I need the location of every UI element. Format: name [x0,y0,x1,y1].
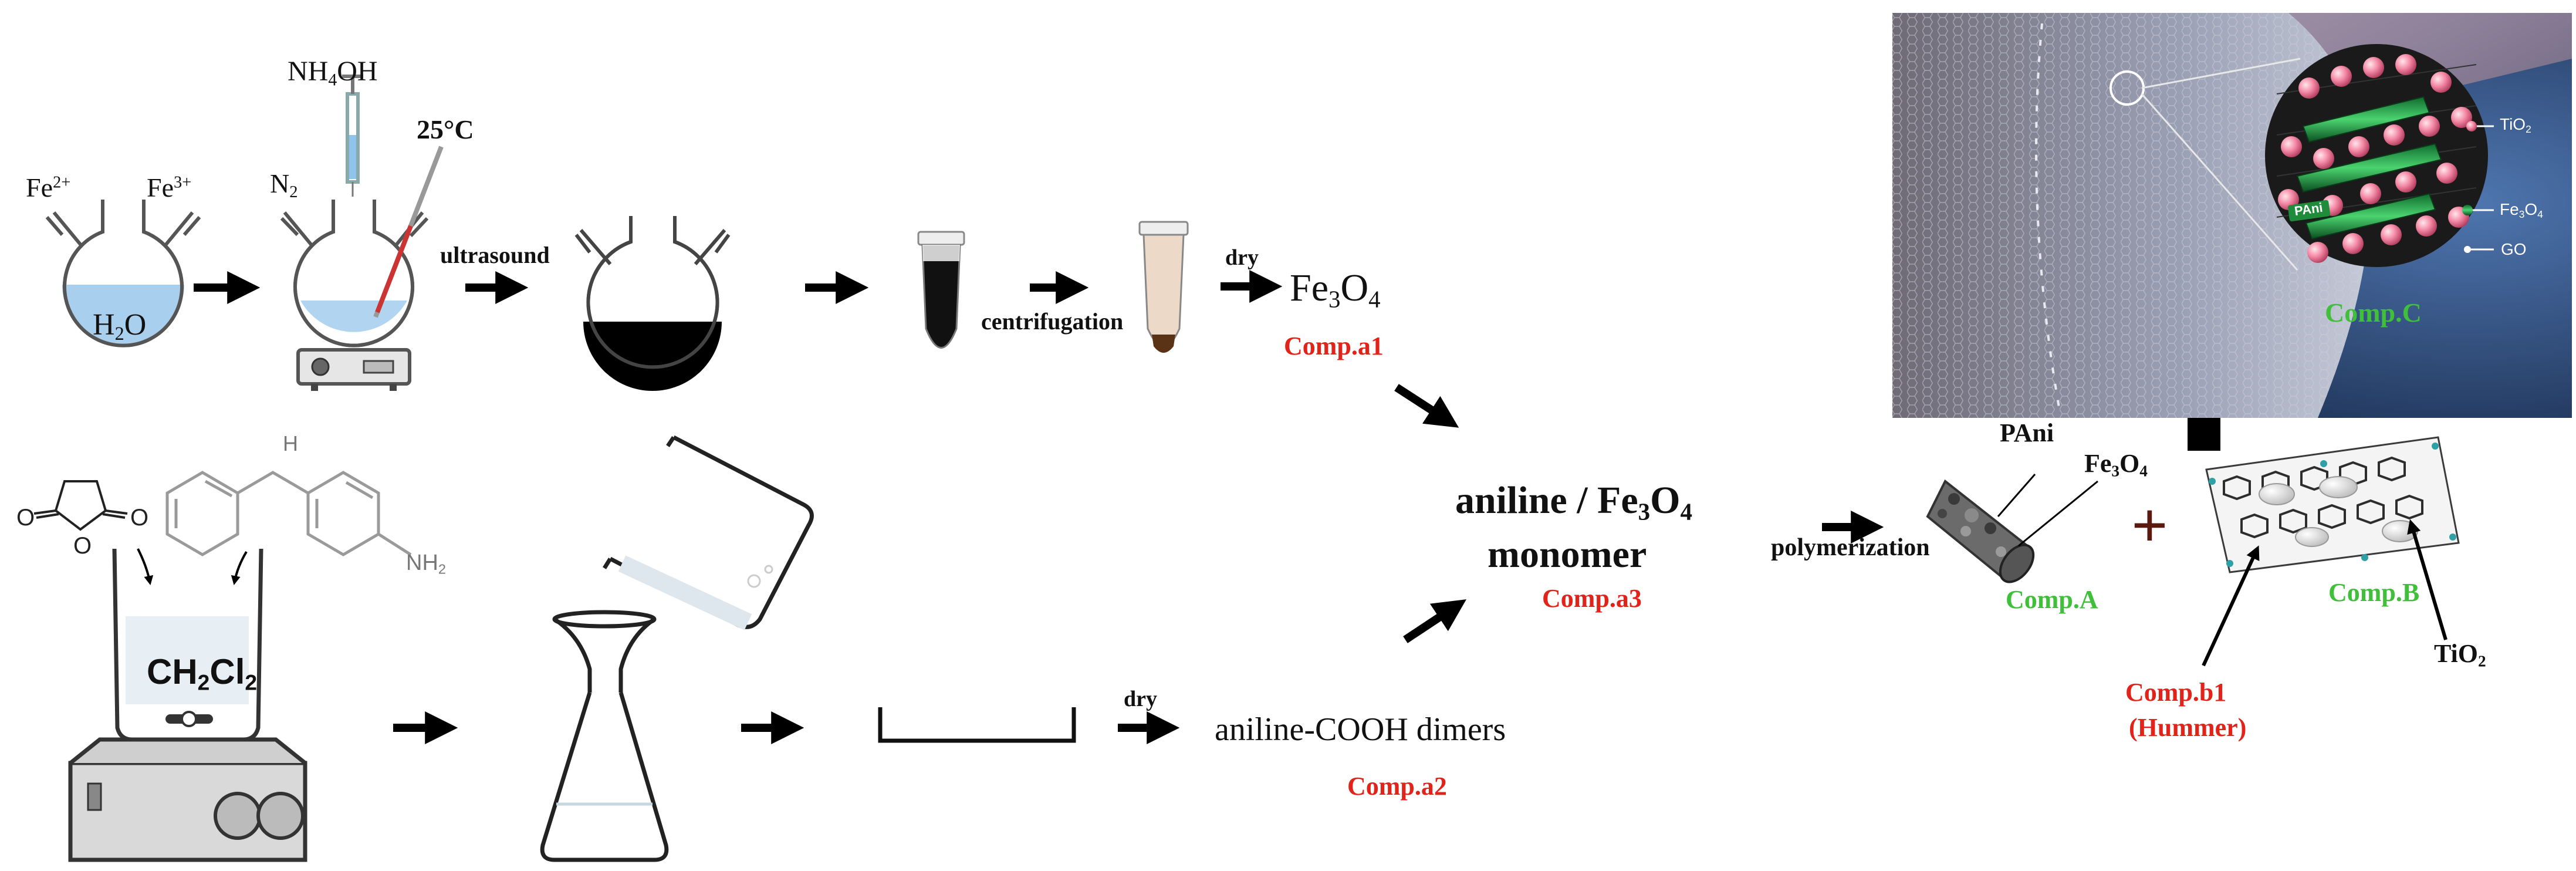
nh2-sub: 2 [438,561,446,577]
flask-coprecipitation [280,75,444,391]
oxygen-label-1: O [16,505,35,531]
inset-fe3o4-label: Fe3O4 [2500,201,2543,220]
inset-fe3o4-sub3: 3 [2518,208,2525,220]
centrifuge-tube-black [917,231,965,349]
fe3o4-sub4: 4 [1368,286,1381,313]
erlenmeyer-flask [540,610,669,862]
pani-fe3o4-label: Fe3O4 [2084,451,2148,480]
water-sub: 2 [114,323,124,345]
comp-a1-label: Comp.a1 [1284,332,1384,360]
fe3-symbol: Fe [147,173,174,202]
fe3o4-o: O [1340,266,1369,309]
inset-tio2-ti: TiO [2500,115,2526,133]
dimers-label: aniline-COOH dimers [1215,711,1506,748]
inset-tio2-sub: 2 [2526,123,2531,135]
tio2-ti: TiO [2434,639,2479,668]
centrifugation-label: centrifugation [981,308,1124,335]
ch2cl2-sub-b: 2 [245,670,258,695]
process-arrows [194,270,1884,744]
pani-label: PAni [2000,418,2054,447]
amine-nh2-label: NH2 [406,552,446,576]
inset-fe3o4-o: O [2524,200,2538,218]
comp-a-label: Comp.A [2006,585,2098,614]
fe3-ion-label: Fe3+ [147,174,191,201]
tilted-beaker [603,435,814,630]
ch2cl2-cl: Cl [209,652,245,691]
fe3o4-product-label: Fe3O4 [1290,269,1381,312]
flask-fe-salts [45,200,201,347]
ch2cl2-sub-a: 2 [197,670,210,695]
nh2-nh: NH [406,551,438,575]
beaker-ch2cl2 [68,548,307,862]
pani-fe: Fe [2084,449,2112,478]
fe3-charge: 3+ [174,173,192,192]
pani-fe-sub3: 3 [2111,462,2120,480]
tio2-sub: 2 [2478,652,2486,670]
amine-h-label: H [283,431,298,455]
pani-fe-o: O [2119,449,2140,478]
comp-b1-label: Comp.b1 [2125,678,2227,707]
ch2cl2-ch: CH [147,652,198,691]
graphene-oxide-sheet [2202,436,2460,667]
dry-label-bottom: dry [1124,687,1157,711]
fe3o4-fe: Fe [1290,266,1328,309]
oxygen-label-3: O [130,505,149,531]
inset-tio2-label: TiO2 [2500,116,2531,134]
fe3o4-sub3: 3 [1328,286,1341,313]
temperature-label: 25°C [417,114,474,144]
pani-fe3o4-rod [1926,474,2098,583]
aminodiphenylamine-structure [165,471,412,556]
nh4oh-oh: OH [337,56,378,87]
comp-b-label: Comp.B [2328,578,2420,607]
ultrasound-label: ultrasound [440,242,550,268]
tio2-label: TiO2 [2434,641,2486,670]
polymerization-label: polymerization [1771,534,1930,561]
addition-arrows [137,548,248,586]
solvent-label: CH2Cl2 [147,654,257,694]
centrifuge-tube-settled [1138,221,1189,353]
nitrogen-label: N2 [270,170,298,201]
ammonia-label: NH4OH [288,58,378,89]
n2-sub: 2 [289,183,298,201]
dry-label-top: dry [1225,245,1259,270]
plus-sign: + [2131,489,2168,561]
fe2-charge: 2+ [53,173,71,192]
oxygen-label-2: O [73,533,92,559]
ship-hull-inset [1892,13,2572,418]
inset-fe3o4-sub4: 4 [2537,208,2543,220]
comp-a3-label: Comp.a3 [1542,584,1642,613]
n2-n: N [270,168,290,198]
monomer-sub4: 4 [1680,498,1692,525]
flask-black-product [574,216,731,391]
inset-fe3o4-fe: Fe [2500,200,2519,218]
water-h: H [93,308,115,342]
nh4oh-sub: 4 [328,70,337,90]
succinic-anhydride-structure [33,480,128,531]
monomer-sub3: 3 [1638,498,1651,525]
fe2-ion-label: Fe2+ [26,174,70,201]
water-label: H2O [93,310,146,343]
monomer-aniline-fe: aniline / Fe [1455,479,1638,522]
monomer-line1: aniline / Fe3O4 [1455,481,1692,524]
drying-dish [878,707,1076,743]
monomer-o: O [1650,479,1681,522]
water-o: O [124,308,147,342]
hummer-label: (Hummer) [2129,713,2247,742]
comp-c-label: Comp.C [2325,298,2422,328]
comp-a2-label: Comp.a2 [1347,772,1447,801]
inset-go-label: GO [2501,240,2527,258]
nh4oh-nh: NH [288,56,329,87]
pani-fe-sub4: 4 [2139,462,2148,480]
fe2-symbol: Fe [26,173,53,202]
monomer-line2: monomer [1488,533,1647,576]
